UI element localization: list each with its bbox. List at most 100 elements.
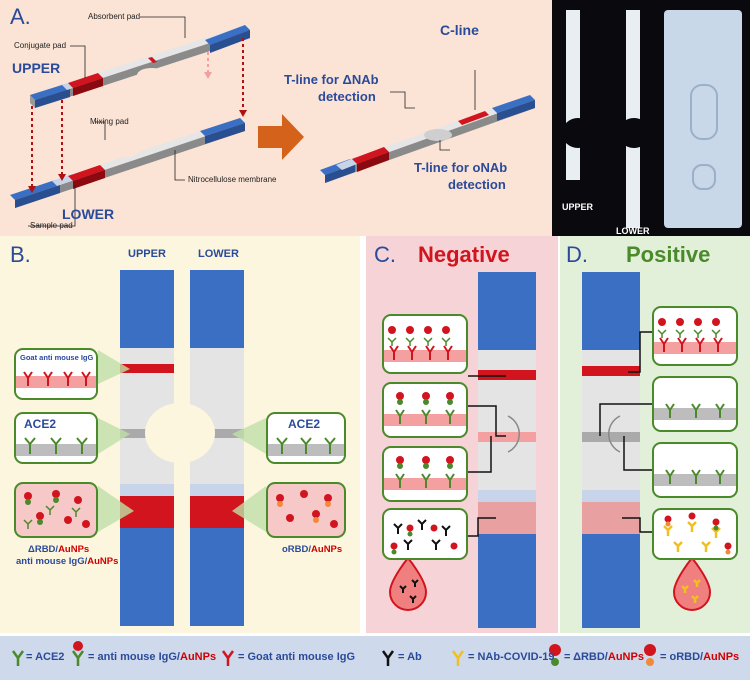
- panel-b-callouts: [98, 350, 266, 532]
- b-orbd-aunps: AuNPs: [311, 544, 343, 555]
- c-c-line: [478, 370, 536, 380]
- legend-ace2: = ACE2: [26, 651, 65, 663]
- lower-strip-3d: [10, 118, 245, 208]
- d-box-3: [652, 442, 738, 498]
- b-drbd-text: ΔRBD/: [28, 544, 59, 555]
- label-absorbent-pad: Absorbent pad: [88, 12, 141, 21]
- b-ace2-left-label: ACE2: [24, 417, 57, 431]
- photo-strip-upper: [566, 10, 580, 180]
- photo-label-upper: UPPER: [562, 202, 594, 212]
- panel-c-title: Negative: [418, 242, 510, 267]
- photo-strip-lower-hole: [618, 118, 650, 148]
- ab-icon: [381, 650, 395, 666]
- c-box-3: [382, 446, 468, 502]
- ace2-icon: [11, 650, 25, 666]
- c-t-line: [478, 432, 536, 442]
- legend-orbd: = oRBD/AuNPs: [660, 651, 739, 663]
- label-c-line: C-line: [440, 22, 479, 38]
- legend-orbd-text: = oRBD/: [660, 651, 704, 663]
- b-goat-label: Goat anti mouse IgG: [20, 353, 94, 362]
- legend: = ACE2 = anti mouse IgG/AuNPs = Goat ant…: [0, 636, 750, 680]
- orbd-icon: [644, 644, 656, 666]
- b-drbd-aunps: AuNPs: [58, 544, 90, 555]
- photo-panel: UPPER LOWER: [552, 0, 750, 236]
- b-lower-sample: [190, 528, 244, 626]
- panel-b-letter: B.: [10, 242, 31, 267]
- legend-drbd: = ΔRBD/AuNPs: [564, 651, 644, 663]
- legend-orbd-aunps: AuNPs: [703, 651, 740, 663]
- legend-goat: = Goat anti mouse IgG: [238, 651, 356, 663]
- label-t-line-dnab-1: T-line for ΔNAb: [284, 72, 379, 87]
- drbd-icon: [549, 644, 561, 666]
- b-ace2-right-label: ACE2: [288, 417, 321, 431]
- d-box-2: [652, 376, 738, 432]
- photo-label-lower: LOWER: [616, 226, 650, 236]
- label-conjugate-pad: Conjugate pad: [14, 41, 67, 50]
- d-c-line: [582, 366, 640, 376]
- label-upper: UPPER: [12, 60, 61, 76]
- arrow-icon: [258, 114, 304, 160]
- b-box-ace2-right: ACE2: [266, 412, 346, 464]
- b-orbd-text: oRBD/: [282, 544, 312, 555]
- c-sample: [478, 534, 536, 628]
- legend-ab: = Ab: [398, 651, 422, 663]
- c-mixing: [478, 490, 536, 502]
- panel-d-title: Positive: [626, 242, 711, 267]
- photo-strip-hole: [562, 118, 594, 148]
- b-upper-mixing: [120, 484, 174, 496]
- c-box-4: [382, 508, 468, 560]
- c-absorbent: [478, 272, 536, 350]
- b-box-goat: Goat anti mouse IgG: [14, 348, 98, 400]
- assembled-strip-3d: [320, 95, 535, 183]
- panel-a-diagram: [10, 16, 535, 227]
- d-sample: [582, 534, 640, 628]
- b-lower-t-line: [190, 429, 244, 438]
- panel-d: D. Positive: [560, 236, 750, 633]
- anti-mouse-igg-icon: [71, 641, 85, 666]
- panel-d-letter: D.: [566, 242, 588, 267]
- legend-drbd-text: = ΔRBD/: [564, 651, 608, 663]
- panel-c: C. Negative: [366, 236, 558, 633]
- b-upper-sample: [120, 528, 174, 626]
- d-absorbent: [582, 272, 640, 350]
- b-anti-mouse-aunps: AuNPs: [87, 556, 119, 567]
- photo-cassette-well: [692, 164, 716, 190]
- b-lower-mixing: [190, 484, 244, 496]
- legend-anti-mouse: = anti mouse IgG/AuNPs: [88, 651, 216, 663]
- d-mixing: [582, 490, 640, 502]
- label-b-upper: UPPER: [128, 248, 166, 260]
- legend-anti-mouse-text: = anti mouse IgG/: [88, 651, 180, 663]
- legend-drbd-aunps: AuNPs: [607, 651, 644, 663]
- panel-a-letter: A.: [10, 4, 31, 29]
- b-upper-absorbent: [120, 270, 174, 348]
- label-lower: LOWER: [62, 206, 115, 222]
- b-box-conjugate-upper: [14, 482, 98, 538]
- label-t-line-onab-2: detection: [448, 177, 506, 192]
- photo-cassette-window: [690, 84, 718, 140]
- c-box-2: [382, 382, 468, 438]
- label-t-line-onab-1: T-line for oNAb: [414, 160, 508, 175]
- nab-icon: [451, 650, 465, 666]
- panel-d-diagram: [599, 331, 712, 611]
- b-label-drbd: ΔRBD/AuNPs: [28, 544, 89, 555]
- b-hole: [145, 403, 215, 463]
- b-upper-c-line: [120, 364, 174, 373]
- panel-a: A.: [0, 0, 552, 236]
- b-label-orbd: oRBD/AuNPs: [282, 544, 342, 555]
- upper-strip-3d: [30, 25, 250, 108]
- label-t-line-dnab-2: detection: [318, 89, 376, 104]
- b-lower-absorbent: [190, 270, 244, 348]
- b-box-conjugate-lower: [266, 482, 346, 538]
- label-mixing-pad: Mixing pad: [90, 117, 129, 126]
- legend-icons: [11, 641, 656, 666]
- label-nitrocellulose: Nitrocellulose membrane: [188, 175, 277, 184]
- c-box-1: [382, 314, 468, 374]
- legend-nab: = NAb-COVID-19: [468, 651, 555, 663]
- d-box-4: [652, 508, 738, 560]
- panel-c-diagram: [388, 375, 520, 611]
- b-label-anti-mouse: anti mouse IgG/AuNPs: [16, 556, 118, 567]
- d-t-line: [582, 432, 640, 442]
- panel-c-letter: C.: [374, 242, 396, 267]
- photo-cassette: [664, 10, 742, 228]
- b-box-ace2-left: ACE2: [14, 412, 98, 464]
